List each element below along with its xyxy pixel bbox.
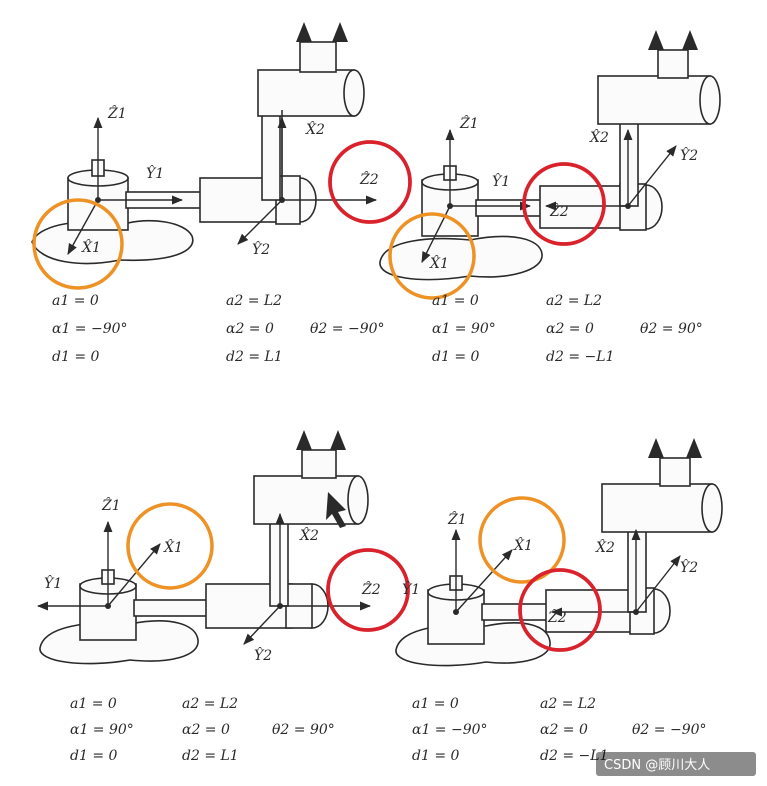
y2-label: Ŷ2: [254, 646, 272, 664]
param-a1: a1 = 0: [70, 696, 117, 712]
x1-label: X̂1: [513, 536, 533, 554]
panel-3: Ẑ1 Ŷ1 X̂1 X̂2 Ŷ2 Ẑ2 a1 = 0 α1 = 90° d1 =…: [36, 430, 410, 764]
x2-label: X̂2: [305, 120, 325, 138]
param-d2: d2 = −L1: [546, 349, 614, 365]
param-alpha1: α1 = 90°: [70, 722, 134, 738]
param-alpha2: α2 = 0: [540, 722, 588, 738]
y1-label: Ŷ1: [402, 580, 420, 598]
param-alpha1: α1 = −90°: [52, 321, 128, 337]
param-d1: d1 = 0: [70, 748, 118, 764]
z1-label: Ẑ1: [447, 510, 467, 528]
param-a2: a2 = L2: [546, 293, 602, 309]
param-a1: a1 = 0: [432, 293, 479, 309]
y1-label: Ŷ1: [146, 164, 164, 182]
param-a1: a1 = 0: [412, 696, 459, 712]
panel-2: Ẑ1 Ŷ1 X̂1 X̂2 Ŷ2 Ẑ2 a1 = 0 α1 = 90° d1 =…: [379, 30, 721, 365]
red-highlight-circle: [522, 162, 606, 246]
param-theta2: θ2 = 90°: [272, 722, 335, 738]
param-d1: d1 = 0: [52, 349, 100, 365]
param-theta2: θ2 = 90°: [640, 321, 703, 337]
param-d2: d2 = L1: [226, 349, 283, 365]
x1-label: X̂1: [163, 538, 183, 556]
param-d1: d1 = 0: [412, 748, 460, 764]
orange-highlight-circle: [32, 198, 124, 290]
x1-label: X̂1: [429, 254, 449, 272]
param-theta2: θ2 = −90°: [632, 722, 707, 738]
z1-label: Ẑ1: [101, 496, 121, 514]
red-highlight-circle: [328, 140, 412, 224]
x2-label: X̂2: [589, 128, 609, 146]
param-d1: d1 = 0: [432, 349, 480, 365]
y2-label: Ŷ2: [252, 240, 270, 258]
z1-label: Ẑ1: [459, 114, 479, 132]
param-d2: d2 = L1: [182, 748, 239, 764]
param-alpha1: α1 = −90°: [412, 722, 488, 738]
z2-label: Ẑ2: [549, 202, 569, 220]
y2-label: Ŷ2: [680, 558, 698, 576]
param-theta2: θ2 = −90°: [310, 321, 385, 337]
param-a2: a2 = L2: [540, 696, 596, 712]
x2-label: X̂2: [299, 526, 319, 544]
z2-label: Ẑ2: [361, 580, 381, 598]
param-a2: a2 = L2: [226, 293, 282, 309]
param-alpha2: α2 = 0: [182, 722, 230, 738]
mouse-cursor-icon: [326, 492, 346, 528]
red-highlight-circle: [518, 568, 602, 652]
y2-label: Ŷ2: [680, 146, 698, 164]
param-a1: a1 = 0: [52, 293, 99, 309]
orange-highlight-circle: [126, 502, 214, 590]
red-highlight-circle: [326, 548, 410, 632]
param-alpha1: α1 = 90°: [432, 321, 496, 337]
csdn-watermark: CSDN @顾川大人: [596, 752, 756, 776]
z2-label: Ẑ2: [359, 170, 379, 188]
panel-1: Ẑ1 Ŷ1 X̂1 X̂2 Ŷ2 Ẑ2 a1 = 0 α1 = −90° d1 …: [31, 22, 412, 365]
param-a2: a2 = L2: [182, 696, 238, 712]
orange-highlight-circle: [478, 496, 566, 584]
x2-label: X̂2: [595, 538, 615, 556]
param-alpha2: α2 = 0: [226, 321, 274, 337]
z1-label: Ẑ1: [107, 104, 127, 122]
param-d2: d2 = −L1: [540, 748, 608, 764]
x1-label: X̂1: [81, 238, 101, 256]
param-alpha2: α2 = 0: [546, 321, 594, 337]
orange-highlight-circle: [388, 212, 476, 300]
panel-4: Ẑ1 Ŷ1 X̂1 X̂2 Ŷ2 Ẑ2 a1 = 0 α1 = −90° d1 …: [395, 438, 723, 764]
z2-label: Ẑ2: [547, 608, 567, 626]
y1-label: Ŷ1: [492, 172, 510, 190]
y1-label: Ŷ1: [44, 574, 62, 592]
watermark-text: CSDN @顾川大人: [604, 758, 710, 773]
